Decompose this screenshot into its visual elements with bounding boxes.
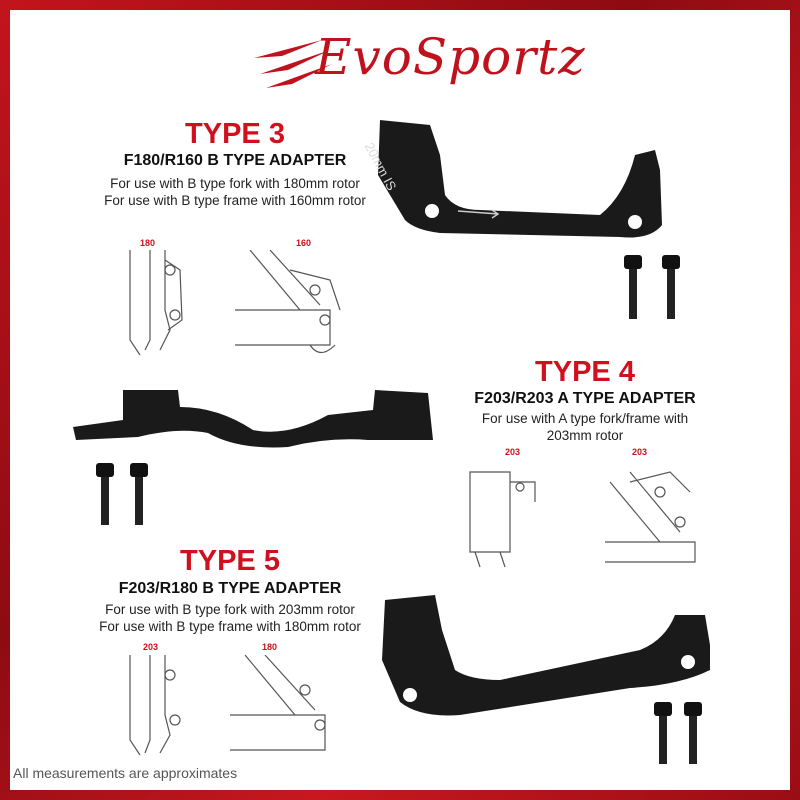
type3-label-fork: 180 bbox=[140, 238, 156, 248]
type3-line-2: For use with B type frame with 160mm rot… bbox=[104, 193, 366, 208]
frame-diagram-icon bbox=[235, 250, 341, 354]
type5-label-frame: 180 bbox=[262, 642, 278, 652]
claw-marks-logo-icon bbox=[254, 40, 332, 88]
type5-title: TYPE 5 bbox=[180, 545, 280, 577]
fork-diagram-icon bbox=[469, 471, 536, 568]
frame-diagram-icon bbox=[605, 471, 696, 563]
type5-label-fork: 203 bbox=[143, 642, 159, 652]
type3-line-1: For use with B type fork with 180mm roto… bbox=[110, 176, 360, 191]
bolts-icon bbox=[96, 463, 148, 525]
type3-title: TYPE 3 bbox=[185, 118, 285, 150]
bolts-icon bbox=[654, 702, 702, 764]
type4-line-1: For use with A type fork/frame with bbox=[481, 411, 689, 426]
fork-diagram-icon bbox=[129, 655, 181, 756]
type5-line-1: For use with B type fork with 203mm roto… bbox=[105, 602, 355, 617]
type4-title: TYPE 4 bbox=[535, 356, 635, 388]
type3-adapter bbox=[378, 120, 662, 238]
type4-line-2: 203mm rotor bbox=[546, 428, 624, 443]
type4-label-fork: 203 bbox=[505, 447, 521, 457]
type5-subtitle: F203/R180 B TYPE ADAPTER bbox=[118, 580, 342, 597]
type3-subtitle: F180/R160 B TYPE ADAPTER bbox=[123, 152, 347, 169]
type5-line-2: For use with B type frame with 180mm rot… bbox=[99, 619, 361, 634]
footer-disclaimer: All measurements are approximates bbox=[13, 765, 238, 781]
fork-diagram-icon bbox=[129, 250, 183, 356]
type4-label-frame: 203 bbox=[632, 447, 648, 457]
bolts-icon bbox=[624, 255, 680, 319]
frame-diagram-icon bbox=[230, 655, 326, 751]
type4-adapter bbox=[73, 390, 433, 448]
brand-logo: EvoSportz bbox=[315, 28, 586, 86]
type4-subtitle: F203/R203 A TYPE ADAPTER bbox=[474, 390, 696, 407]
type3-label-frame: 160 bbox=[296, 238, 312, 248]
type5-adapter bbox=[382, 595, 710, 716]
